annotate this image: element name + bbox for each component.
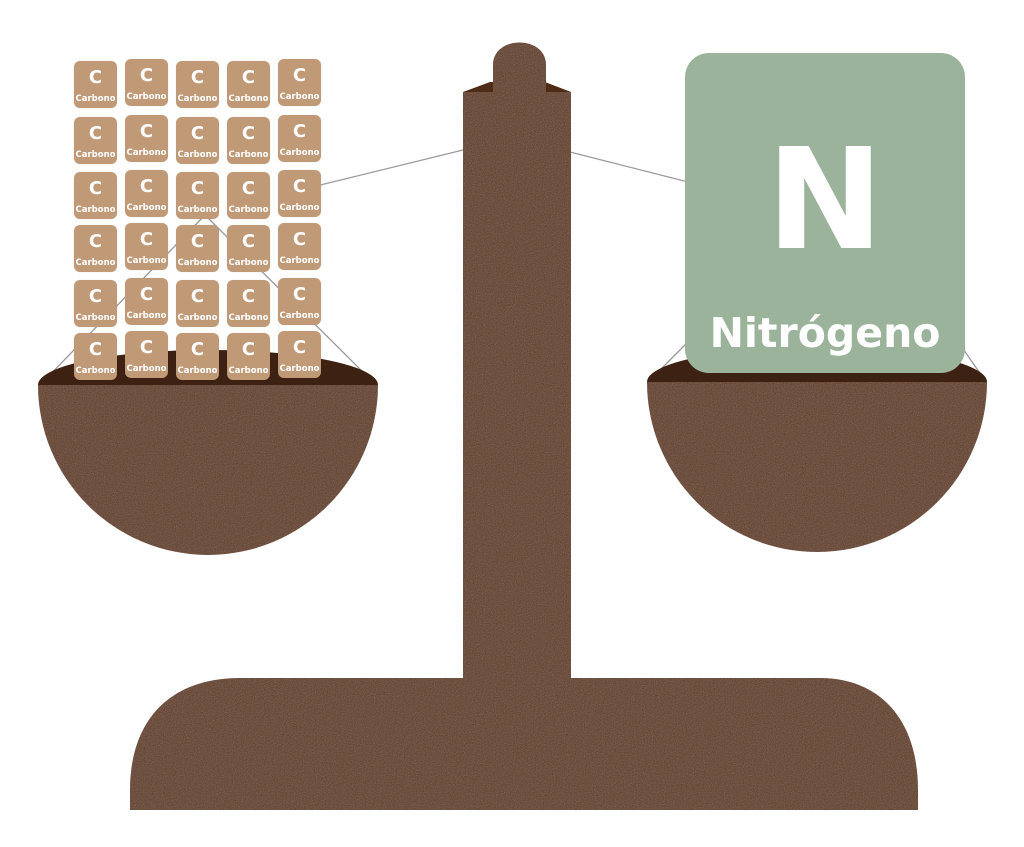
nitrogen-card: N Nitrógeno [685,53,965,373]
left-pan [38,385,378,555]
nitrogen-label: Nitrógeno [709,309,941,357]
left-beam-string [299,149,464,191]
right-beam-string [569,151,701,186]
scale-column [463,92,571,682]
right-pan [647,382,987,552]
scale-knob [493,42,546,92]
scale-base [130,678,918,810]
nitrogen-symbol: N [766,119,884,282]
